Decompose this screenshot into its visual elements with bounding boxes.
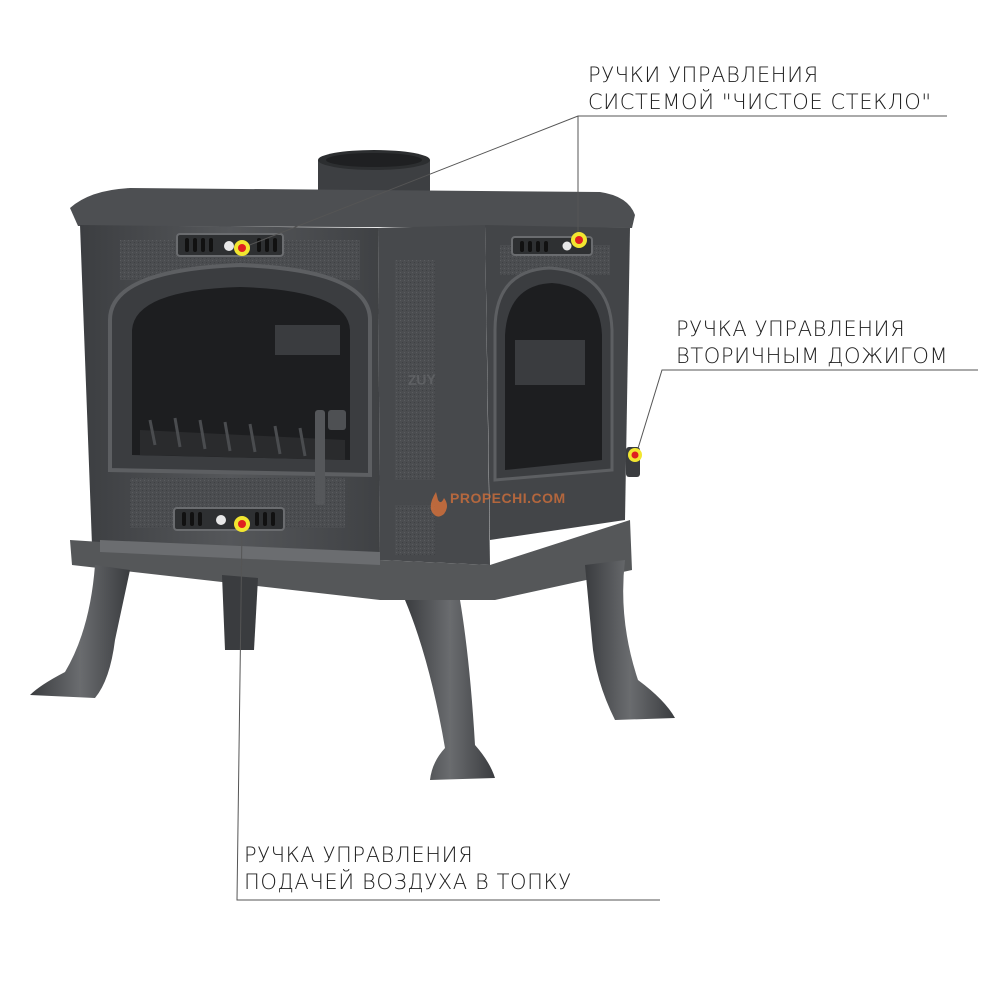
callout-air-supply: РУЧКА УПРАВЛЕНИЯ ПОДАЧЕЙ ВОЗДУХА В ТОПКУ (244, 842, 572, 896)
stove-legs (30, 560, 675, 780)
callout-line: РУЧКА УПРАВЛЕНИЯ (676, 317, 906, 341)
callout-line: РУЧКА УПРАВЛЕНИЯ (244, 843, 474, 867)
front-door (108, 262, 372, 505)
watermark: PROPECHI.COM (450, 490, 566, 506)
callout-lines (236, 115, 978, 901)
callout-line: ВТОРИЧНЫМ ДОЖИГОМ (676, 344, 949, 368)
bottom-front-vent (173, 507, 285, 531)
top-front-vent (176, 233, 284, 257)
flame-icon (430, 492, 447, 517)
marker-top-front (234, 240, 250, 256)
callout-line: РУЧКИ УПРАВЛЕНИЯ (588, 63, 819, 87)
watermark-text: PROPECHI.COM (450, 490, 566, 506)
callout-line: ПОДАЧЕЙ ВОЗДУХА В ТОПКУ (244, 870, 572, 894)
callout-line: СИСТЕМОЙ "ЧИСТОЕ СТЕКЛО" (588, 90, 932, 114)
marker-air-supply (234, 516, 250, 532)
door-handle (315, 410, 325, 505)
side-window (493, 266, 614, 482)
marker-secondary-burn (628, 448, 642, 462)
stove-base (70, 520, 632, 600)
callout-secondary-burn: РУЧКА УПРАВЛЕНИЯ ВТОРИЧНЫМ ДОЖИГОМ (676, 316, 948, 370)
brand-mark: ZUY (408, 371, 437, 388)
marker-top-side (571, 232, 587, 248)
callout-clean-glass: РУЧКИ УПРАВЛЕНИЯ СИСТЕМОЙ "ЧИСТОЕ СТЕКЛО… (588, 62, 932, 116)
